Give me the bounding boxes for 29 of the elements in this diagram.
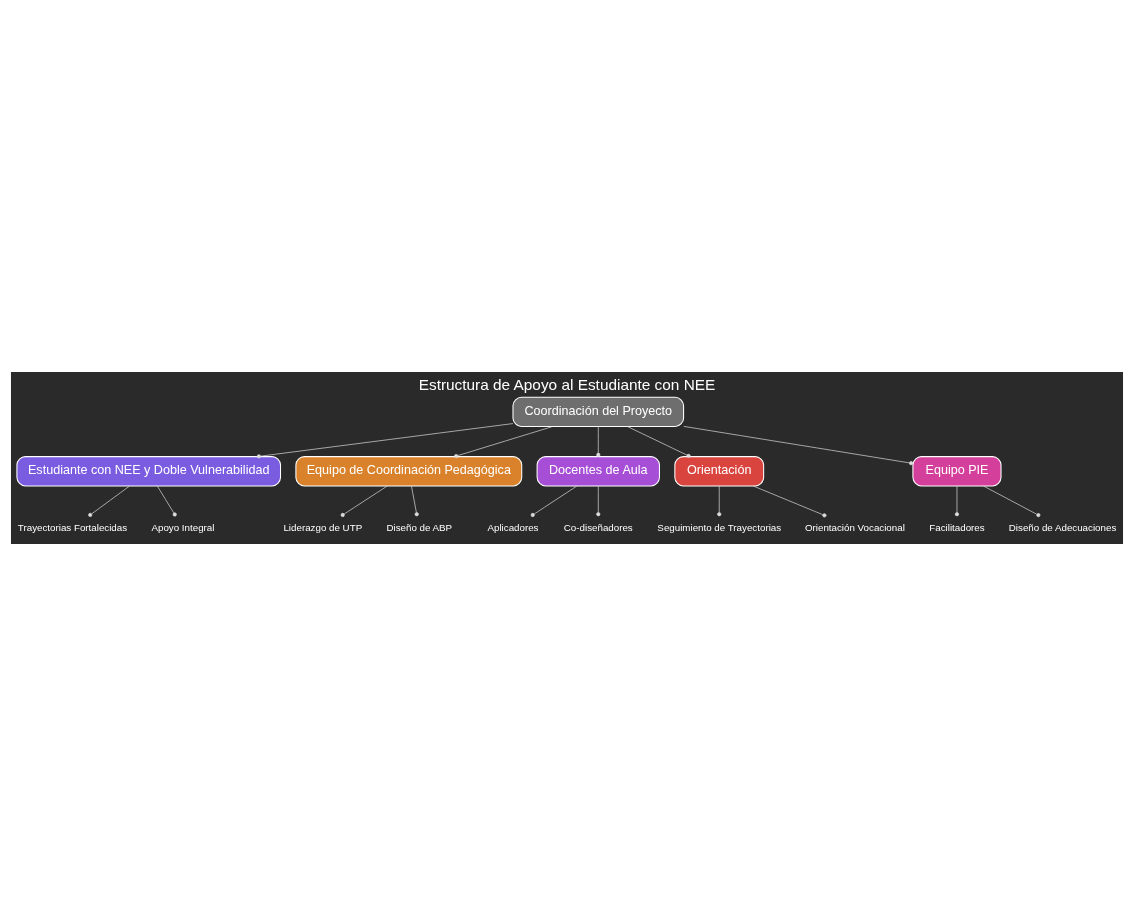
- node-box: Equipo PIE: [912, 455, 1002, 486]
- node-text: Aplicadores: [487, 521, 539, 533]
- node-text: Facilitadores: [929, 521, 985, 533]
- node-text: Seguimiento de Trayectorias: [657, 521, 782, 533]
- connector: [753, 485, 827, 517]
- node-box: Coordinación del Proyecto: [512, 396, 685, 427]
- node-text: Diseño de Adecuaciones: [1008, 521, 1117, 533]
- node-text: Orientación Vocacional: [804, 521, 905, 533]
- connector: [530, 485, 578, 517]
- connector: [256, 422, 514, 458]
- connector: [627, 425, 691, 458]
- connector: [88, 485, 130, 517]
- connector: [157, 485, 177, 516]
- connector: [954, 485, 959, 516]
- connector: [454, 425, 553, 458]
- connector: [717, 485, 722, 516]
- node-text: Liderazgo de UTP: [283, 521, 363, 533]
- connector: [340, 485, 388, 517]
- node-box: Docentes de Aula: [536, 455, 660, 486]
- node-text: Diseño de ABP: [386, 521, 453, 533]
- connector: [683, 425, 914, 465]
- connector: [983, 485, 1041, 517]
- connector: [411, 485, 419, 516]
- node-text: Trayectorias Fortalecidas: [17, 521, 128, 533]
- node-text: Apoyo Integral: [151, 521, 215, 533]
- diagram-title: Estructura de Apoyo al Estudiante con NEE: [418, 375, 716, 393]
- connector: [596, 485, 601, 516]
- node-text: Co-diseñadores: [563, 521, 633, 533]
- connector: [596, 425, 601, 457]
